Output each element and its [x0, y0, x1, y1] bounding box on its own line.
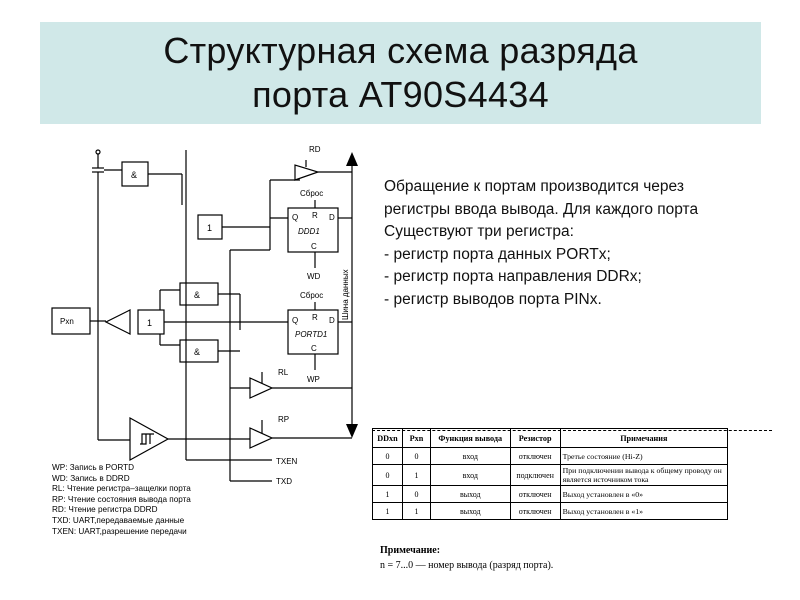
port-config-table: DDxn Pxn Функция вывода Резистор Примеча…	[372, 428, 729, 520]
cell-function: выход	[429, 485, 511, 503]
table-row: 1 0 выход отключен Выход установлен в «0…	[372, 485, 729, 503]
cell-note: Выход установлен в «0»	[559, 485, 729, 503]
cell-ddxn: 0	[372, 447, 403, 465]
legend-item: WP: Запись в PORTD	[52, 463, 135, 472]
cell-resistor: отключен	[509, 485, 561, 503]
data-bus: Шина данных	[341, 152, 358, 438]
cell-note: Выход установлен в «1»	[559, 502, 729, 520]
ddd-r: R	[312, 211, 318, 220]
cell-pxn: 1	[401, 502, 431, 520]
txen-label: TXEN	[276, 457, 298, 466]
pullup-transistor	[92, 149, 122, 182]
cell-function: вход	[429, 447, 511, 465]
ddd-register: Сброс Q R D DDD1 C WD	[270, 189, 352, 281]
portd-name: PORTD1	[295, 330, 327, 339]
rd-buffer: RD	[294, 145, 352, 181]
cell-pxn: 1	[401, 464, 431, 486]
or-gate-dir-label: 1	[207, 223, 212, 233]
cell-pxn: 0	[401, 485, 431, 503]
pin-label: Pxn	[60, 317, 74, 326]
wd-label: WD	[307, 272, 321, 281]
table-row: 1 1 выход отключен Выход установлен в «1…	[372, 502, 729, 520]
signal-legend: WP: Запись в PORTD WD: Запись в DDRD RL:…	[52, 463, 242, 537]
txd-label: TXD	[276, 477, 292, 486]
or-gate-dir: 1	[197, 179, 300, 240]
table-header-row: DDxn Pxn Функция вывода Резистор Примеча…	[372, 428, 729, 448]
and-gate-bot: &	[159, 334, 240, 363]
cell-ddxn: 1	[372, 485, 403, 503]
cell-resistor: подключен	[509, 464, 561, 486]
and-gate-pullup-label: &	[131, 170, 137, 180]
ddd-d: D	[329, 213, 335, 222]
rp-buffer: RP	[249, 415, 352, 449]
legend-item: TXD: UART,передаваемые данные	[52, 515, 185, 525]
table-row: 0 1 вход подключен При подключении вывод…	[372, 464, 729, 486]
cell-pxn: 0	[401, 447, 431, 465]
schmitt-trigger	[129, 416, 250, 462]
legend-item: WD: Запись в DDRD	[52, 473, 130, 483]
and-gate-mid-label: &	[194, 290, 200, 300]
portd-register: Сброс Q R D PORTD1 C WP	[287, 291, 352, 384]
pin-pxn: Pxn	[51, 182, 130, 441]
rd-label: RD	[309, 145, 321, 154]
ddd-c: C	[311, 242, 317, 251]
bus-label: Шина данных	[341, 269, 350, 320]
description-line: Обращение к портам производится через	[384, 178, 684, 195]
description-line: - регистр выводов порта PINx.	[384, 290, 602, 308]
portd-r: R	[312, 313, 318, 322]
legend-item: RD: Чтение регистра DDRD	[52, 505, 158, 515]
ddd-q: Q	[292, 213, 298, 222]
legend-item: RP: Чтение состояния вывода порта	[52, 494, 191, 504]
cell-resistor: отключен	[509, 447, 561, 465]
rp-label: RP	[278, 415, 289, 424]
and-gate-bot-label: &	[194, 347, 200, 357]
legend-item: RL: Чтение регистра–защелки порта	[52, 484, 191, 494]
col-header-function: Функция вывода	[429, 428, 511, 448]
cell-function: выход	[429, 502, 511, 520]
title-band: Структурная схема разряда порта AT90S443…	[40, 22, 761, 124]
wp-label: WP	[307, 375, 320, 384]
rl-label: RL	[278, 368, 289, 377]
portd-q: Q	[292, 316, 298, 325]
and-gate-pullup: &	[121, 161, 183, 205]
reset1-label: Сброс	[300, 189, 323, 198]
description-line: - регистр порта данных PORTx;	[384, 245, 611, 263]
or-gate-mid-label: 1	[147, 318, 152, 328]
and-gate-mid: &	[160, 282, 240, 306]
portd-d: D	[329, 316, 335, 325]
ddd-name: DDD1	[298, 227, 320, 236]
table-note-title: Примечание:	[380, 545, 441, 556]
table-row: 0 0 вход отключен Третье состояние (Hi-Z…	[372, 447, 729, 465]
table-note-text: n = 7...0 — номер вывода (разряд порта).	[380, 560, 554, 571]
description-text: Обращение к портам производится через ре…	[384, 176, 799, 311]
output-driver: 1	[104, 290, 288, 335]
cell-note: Третье состояние (Hi-Z)	[559, 447, 729, 465]
cell-ddxn: 0	[372, 464, 403, 486]
col-header-notes: Примечания	[559, 428, 729, 448]
legend-item: TXEN: UART,разрешение передачи	[52, 526, 187, 536]
rl-buffer: RL	[230, 368, 352, 399]
slide-title-line-2: порта AT90S4434	[252, 74, 549, 115]
reset2-label: Сброс	[300, 291, 323, 300]
slide-title-line-1: Структурная схема разряда	[163, 30, 638, 71]
description-line: - регистр порта направления DDRx;	[384, 268, 642, 285]
cell-function: вход	[429, 464, 511, 486]
uart-signals: TXEN TXD	[276, 457, 298, 486]
port-config-grid: DDxn Pxn Функция вывода Резистор Примеча…	[372, 428, 729, 520]
description-line: регистры ввода вывода. Для каждого порта	[384, 200, 699, 218]
cell-note: При подключении вывода к общему проводу …	[559, 464, 729, 486]
col-header-ddxn: DDxn	[372, 428, 403, 448]
cell-ddxn: 1	[372, 502, 403, 520]
cell-resistor: отключен	[509, 502, 561, 520]
portd-c: C	[311, 344, 317, 353]
description-line: Существуют три регистра:	[384, 223, 574, 240]
col-header-resistor: Резистор	[509, 428, 561, 448]
internal-wires	[185, 150, 272, 482]
col-header-pxn: Pxn	[401, 428, 431, 448]
